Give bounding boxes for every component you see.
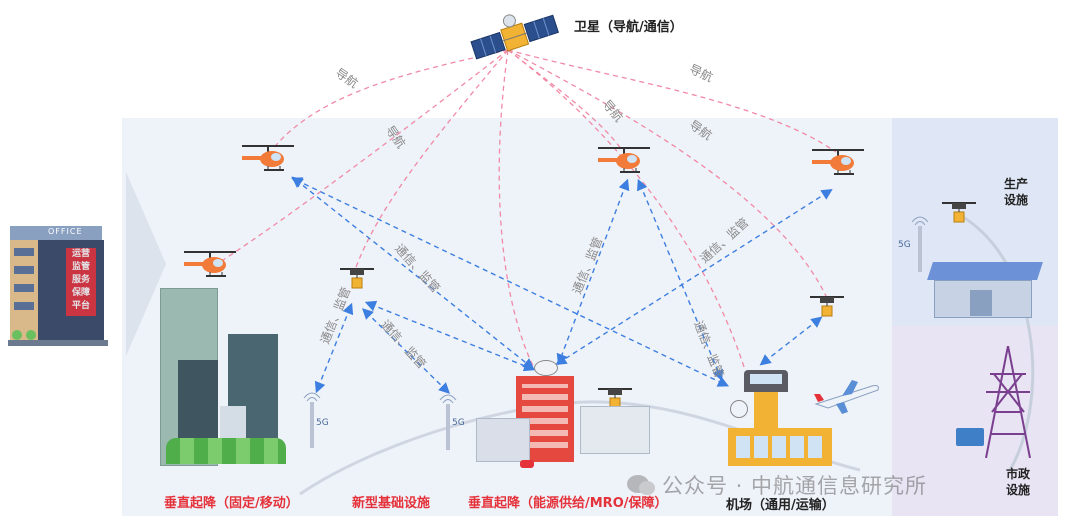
vtol-fixed-title: 垂直起降（固定/移动）: [164, 496, 299, 511]
platform-line: 平台: [71, 301, 90, 311]
infrastructure-title: 新型基础设施: [352, 496, 431, 511]
vertiport-hub: [476, 360, 656, 470]
platform-panel: 运营 监管 服务 保障 平台: [66, 248, 96, 316]
drone-icon: [809, 296, 845, 317]
municipal-panel: [892, 326, 1058, 516]
5g-tower-icon: [439, 394, 457, 450]
city-towers: [160, 288, 290, 466]
airplane-icon: [814, 380, 879, 414]
production-title: 生产 设施: [1004, 177, 1029, 207]
helicopter-icon: [811, 149, 865, 175]
watermark: 公众号 · 中航通信息研究所: [626, 470, 927, 500]
5g-tag: 5G: [898, 240, 911, 250]
entry-arrow: [126, 172, 166, 356]
vtol-energy-title: 垂直起降（能源供给/MRO/保障）: [468, 496, 668, 511]
airport: [728, 360, 838, 466]
satellite-label: 卫星（导航/通信）: [574, 20, 683, 35]
5g-tower-icon: [303, 392, 321, 448]
office-sign: OFFICE: [48, 227, 83, 236]
watermark-text: 公众号 · 中航通信息研究所: [662, 474, 928, 498]
5g-tag: 5G: [452, 418, 465, 428]
5g-tag: 5G: [316, 418, 329, 428]
airport-title: 机场（通用/运输）: [726, 498, 835, 513]
factory: [927, 244, 1043, 318]
office-building: OFFICE 运营 监管 服务 保障 平台: [8, 226, 108, 346]
wechat-icon: [627, 475, 655, 495]
nav-links: [219, 49, 837, 371]
platform-line: 服务: [71, 275, 90, 285]
platform-line: 运营: [71, 249, 90, 259]
municipal-title: 市政 设施: [1006, 467, 1031, 497]
helicopter-icon: [241, 145, 295, 171]
5g-tower-icon: [911, 216, 929, 272]
drone-icon: [339, 268, 375, 289]
platform-line: 监管: [71, 262, 90, 272]
platform-line: 保障: [71, 288, 90, 298]
substation: [956, 428, 984, 446]
drone-icon: [941, 202, 977, 223]
power-pylon-icon: [985, 346, 1031, 458]
helicopter-icon: [183, 251, 237, 277]
satellite-icon: [470, 14, 559, 60]
helicopter-icon: [597, 147, 651, 173]
